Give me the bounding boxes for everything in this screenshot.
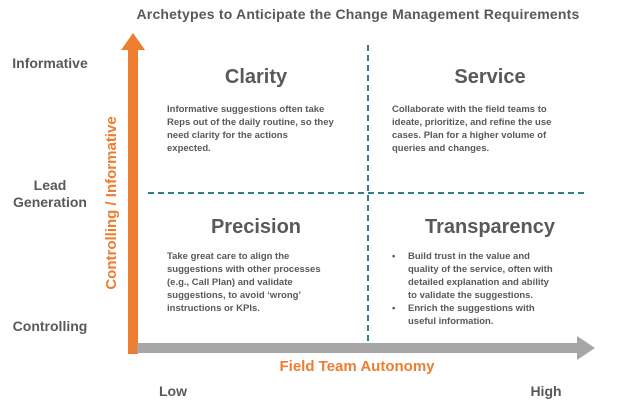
quadrant-title-precision: Precision <box>210 216 302 238</box>
diagram-title: Archetypes to Anticipate the Change Mana… <box>136 6 580 22</box>
x-axis-arrowhead-icon <box>577 336 595 360</box>
vertical-divider-line <box>367 45 369 342</box>
y-axis-label: Controlling / Informative <box>103 116 120 290</box>
y-tick-controlling: Controlling <box>12 318 88 334</box>
x-tick-low: Low <box>159 383 187 399</box>
quadrant-title-service: Service <box>454 66 526 88</box>
y-tick-lead-generation: Lead Generation <box>13 177 87 210</box>
bullet-item: • Build trust in the value and quality o… <box>390 250 590 302</box>
quadrant-body-transparency: • Build trust in the value and quality o… <box>390 250 590 328</box>
y-axis-arrow <box>128 48 138 354</box>
bullet-text: Enrich the suggestions with useful infor… <box>408 303 535 327</box>
x-tick-high: High <box>530 383 562 399</box>
quadrant-title-clarity: Clarity <box>224 66 288 88</box>
x-axis-label: Field Team Autonomy <box>279 358 435 375</box>
y-axis-arrowhead-icon <box>121 33 145 50</box>
bullet-icon: • <box>392 251 396 262</box>
quadrant-body-clarity: Informative suggestions often take Reps … <box>167 104 334 154</box>
quadrant-title-transparency: Transparency <box>424 216 556 238</box>
bullet-text: Build trust in the value and quality of … <box>408 251 553 301</box>
bullet-icon: • <box>392 303 396 314</box>
quadrant-body-service: Collaborate with the field teams to idea… <box>392 104 552 154</box>
x-axis-arrow <box>137 343 577 353</box>
y-tick-informative: Informative <box>12 55 88 71</box>
bullet-item: • Enrich the suggestions with useful inf… <box>390 302 590 328</box>
quadrant-body-precision: Take great care to align the suggestions… <box>167 251 321 314</box>
